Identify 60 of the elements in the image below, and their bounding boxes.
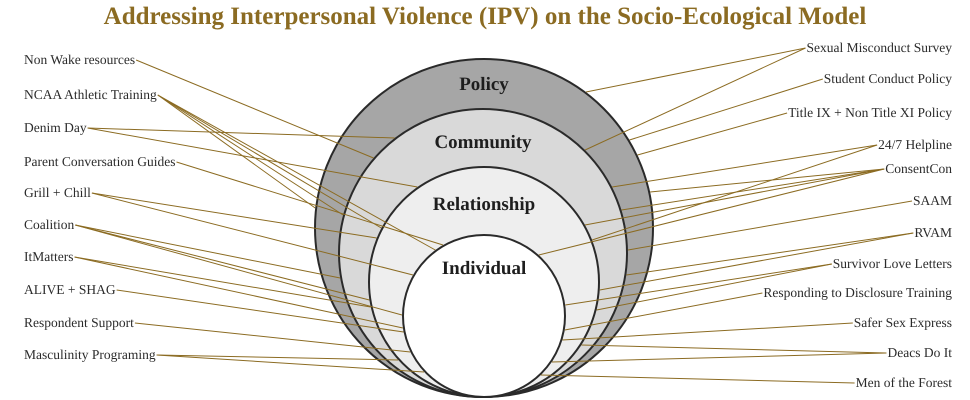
- program-label: Responding to Disclosure Training: [763, 285, 952, 301]
- leader-line: [74, 224, 402, 316]
- leader-line: [586, 48, 806, 92]
- program-label: Title IX + Non Title XI Policy: [788, 105, 952, 121]
- leader-line: [599, 232, 914, 290]
- program-label: SAAM: [912, 193, 952, 209]
- program-label: Respondent Support: [24, 315, 134, 331]
- leader-line: [628, 200, 912, 250]
- leader-line: [629, 78, 824, 140]
- leader-line: [157, 94, 316, 208]
- program-label: Survivor Love Letters: [832, 256, 952, 272]
- leader-line: [157, 94, 436, 250]
- program-label: Masculinity Programing: [24, 347, 156, 363]
- leader-line: [176, 162, 444, 246]
- leader-line: [134, 322, 411, 352]
- level-label: Relationship: [432, 194, 536, 216]
- level-label: Policy: [459, 74, 509, 96]
- leader-line: [650, 168, 885, 192]
- leader-line: [592, 144, 878, 240]
- leader-line: [157, 94, 344, 216]
- program-label: ALIVE + SHAG: [24, 282, 116, 298]
- leader-line: [564, 264, 832, 306]
- diagram-title: Addressing Interpersonal Violence (IPV) on the Socio-Ecological Model: [102, 3, 868, 31]
- program-label: Parent Conversation Guides: [24, 154, 176, 170]
- leader-line: [87, 128, 418, 188]
- leader-line: [562, 322, 854, 340]
- program-label: Men of the Forest: [856, 375, 952, 391]
- program-label: ItMatters: [24, 249, 74, 265]
- leader-line: [87, 128, 396, 138]
- leader-line: [564, 292, 763, 330]
- leader-line: [91, 192, 414, 276]
- leader-line: [596, 264, 832, 310]
- program-label: Sexual Misconduct Survey: [806, 40, 952, 56]
- program-label: Coalition: [24, 217, 74, 233]
- program-label: NCAA Athletic Training: [24, 87, 157, 103]
- leader-line: [626, 232, 914, 276]
- leader-line: [74, 256, 372, 308]
- leader-line: [612, 144, 878, 188]
- leader-line: [637, 112, 788, 156]
- program-label: Grill + Chill: [24, 185, 91, 201]
- level-label: Individual: [442, 258, 526, 280]
- program-label: ConsentCon: [885, 161, 952, 177]
- program-label: Safer Sex Express: [854, 315, 952, 331]
- level-label: Community: [434, 132, 532, 154]
- leader-line: [116, 290, 404, 332]
- leader-line: [551, 352, 887, 362]
- leader-line: [156, 354, 425, 372]
- leader-line: [91, 192, 378, 238]
- leader-line: [538, 168, 885, 256]
- program-label: Denim Day: [24, 120, 87, 136]
- leader-line: [74, 256, 404, 328]
- program-label: Non Wake resources: [24, 52, 136, 68]
- leader-line: [136, 60, 374, 158]
- program-label: 24/7 Helpline: [878, 137, 952, 153]
- program-label: Deacs Do It: [888, 345, 952, 361]
- leader-line: [621, 168, 885, 210]
- leader-line: [540, 374, 856, 384]
- program-label: Student Conduct Policy: [824, 71, 952, 87]
- leader-line: [584, 48, 806, 150]
- program-label: RVAM: [914, 225, 952, 241]
